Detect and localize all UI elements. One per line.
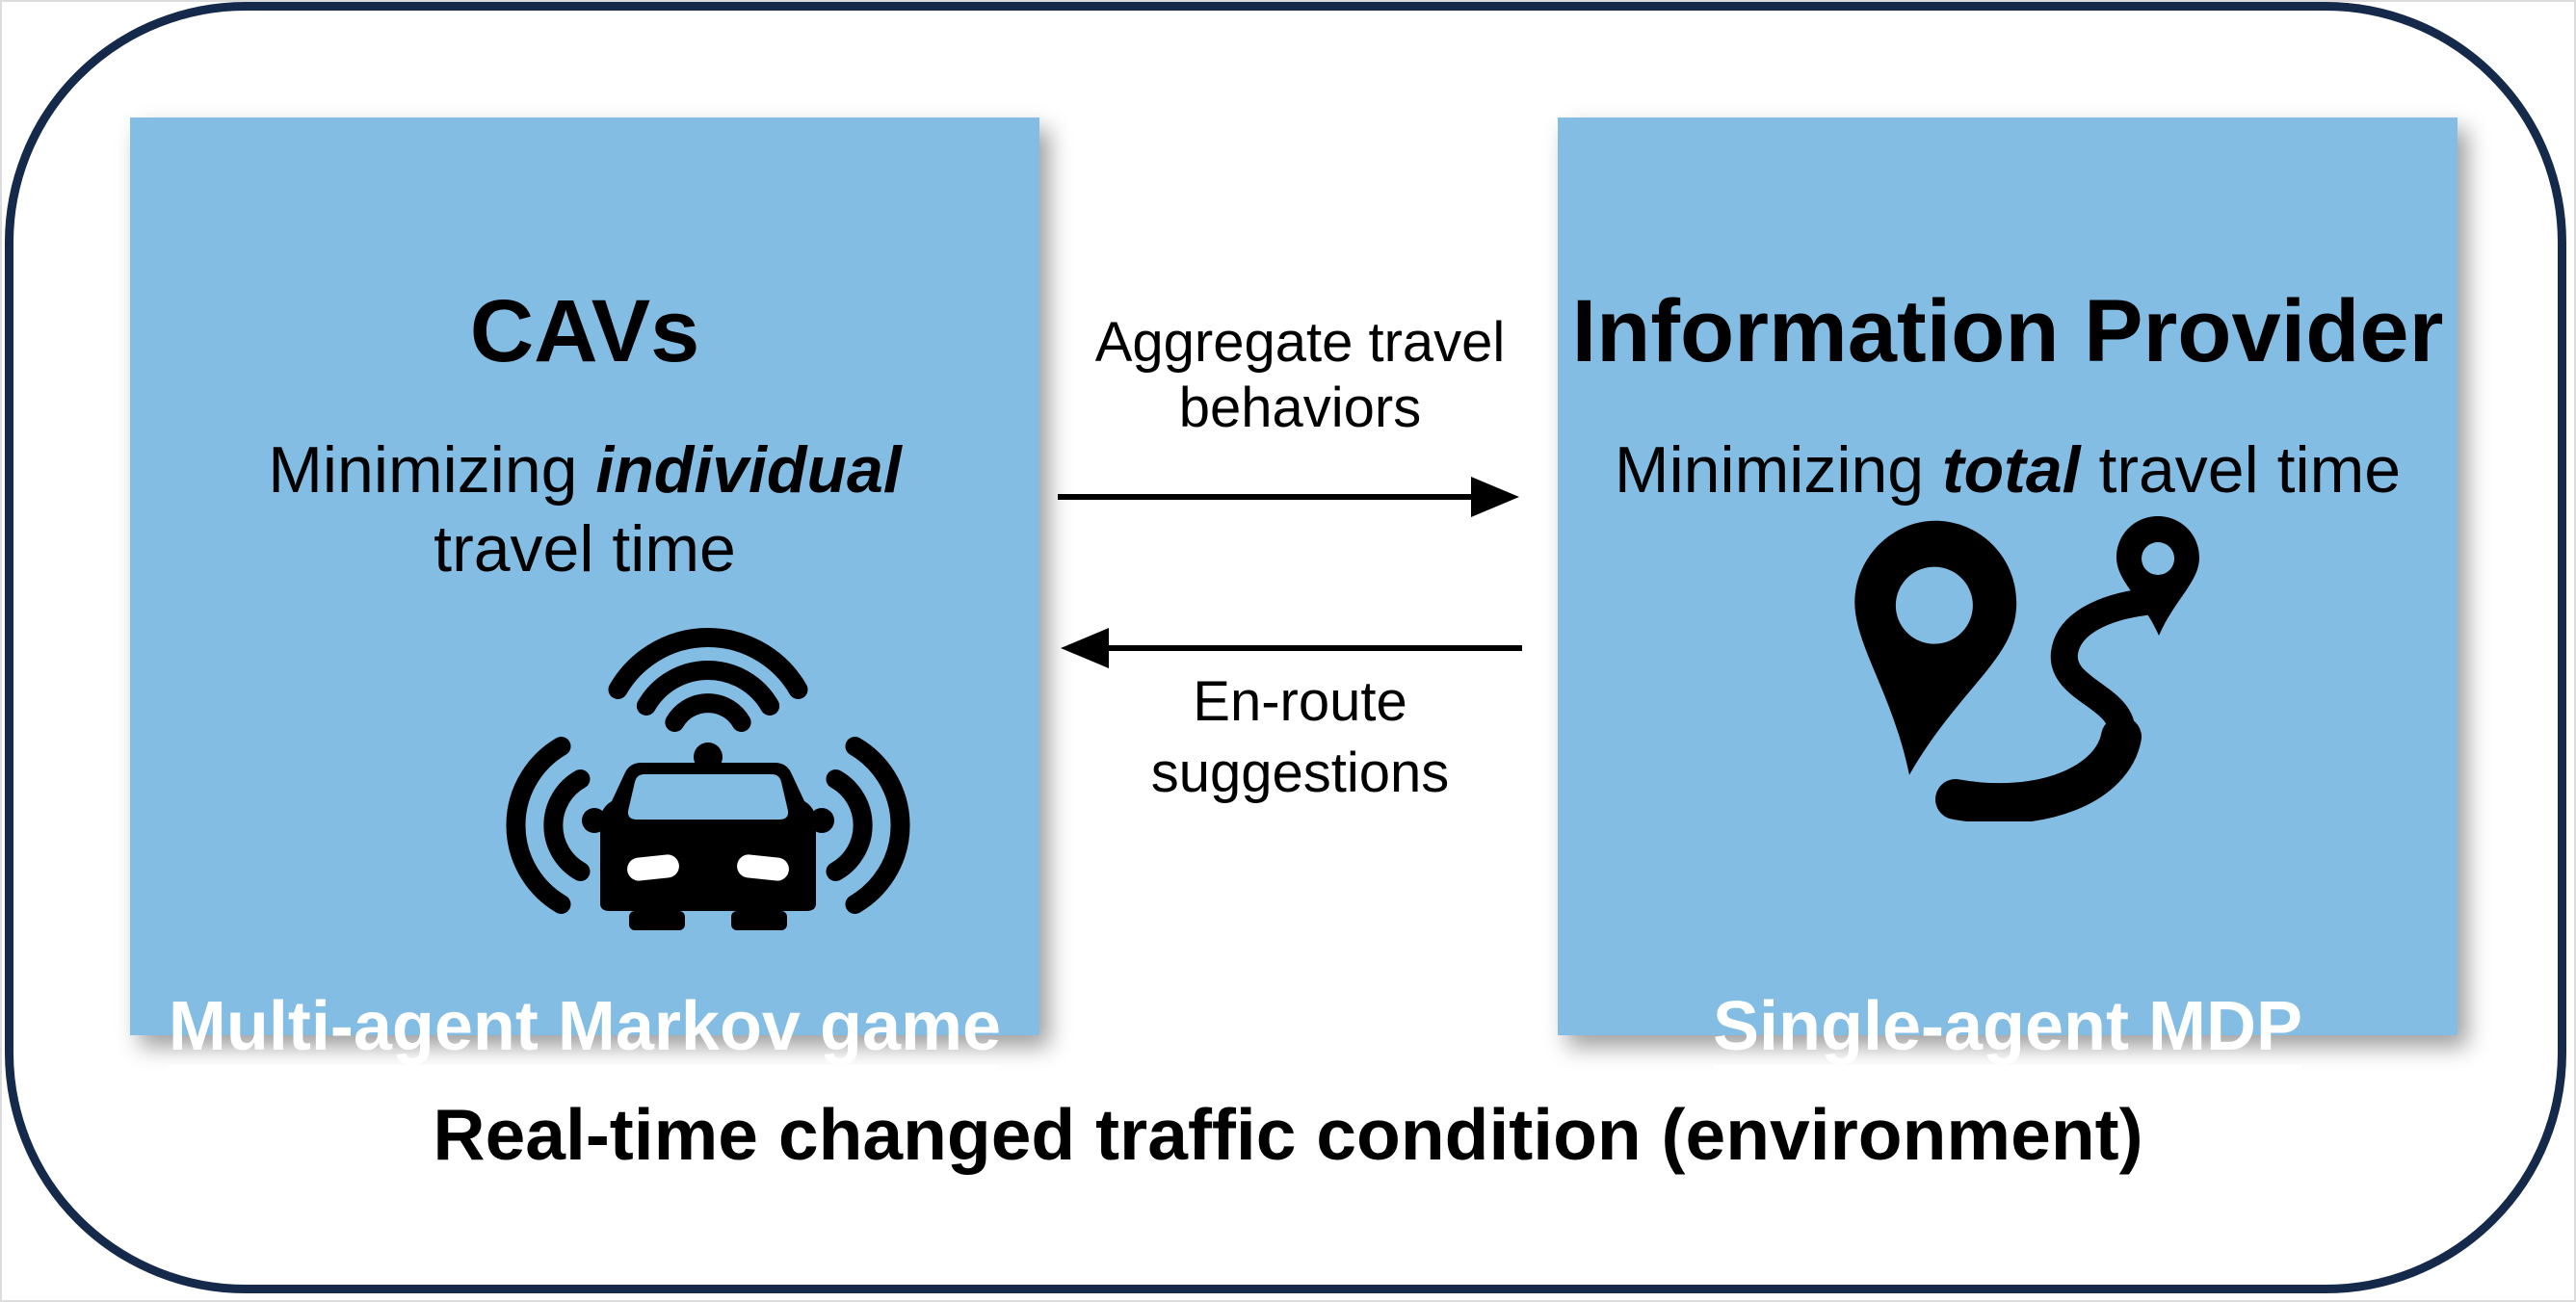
connected-car-icon	[506, 628, 910, 930]
provider-subtitle-emphasis: total	[1942, 433, 2081, 507]
arrow-left-icon	[1061, 628, 1522, 668]
cavs-subtitle-prefix: Minimizing	[268, 433, 596, 507]
information-provider-box: Information Provider Minimizing total tr…	[1558, 117, 2458, 1061]
route-icon	[1854, 516, 2199, 821]
provider-subtitle-suffix: travel time	[2080, 433, 2402, 507]
cavs-title: CAVs	[469, 282, 700, 380]
cavs-subtitle: Minimizing individual travel time	[130, 430, 1039, 588]
enroute-line1: En-route	[1193, 670, 1407, 733]
information-provider-subtitle: Minimizing total travel time	[1558, 430, 2458, 509]
environment-caption: Real-time changed traffic condition (env…	[433, 1094, 2143, 1175]
cavs-subtitle-line2: travel time	[434, 512, 736, 586]
provider-subtitle-prefix: Minimizing	[1614, 433, 1942, 507]
enroute-line2: suggestions	[1150, 742, 1450, 804]
en-route-suggestions-label: En-route suggestions	[1042, 666, 1558, 809]
aggregate-line2: behaviors	[1178, 377, 1422, 439]
information-provider-title: Information Provider	[1571, 282, 2444, 380]
arrow-right-icon	[1058, 477, 1519, 517]
cavs-subtitle-emphasis: individual	[595, 433, 902, 507]
provider-framework-label: Single-agent MDP	[1712, 988, 2303, 1065]
cavs-framework-label: Multi-agent Markov game	[168, 988, 1002, 1065]
aggregate-line1: Aggregate travel	[1094, 311, 1506, 374]
cavs-box: CAVs Minimizing individual travel time	[130, 117, 1039, 1061]
aggregate-travel-behaviors-label: Aggregate travel behaviors	[1042, 310, 1558, 441]
